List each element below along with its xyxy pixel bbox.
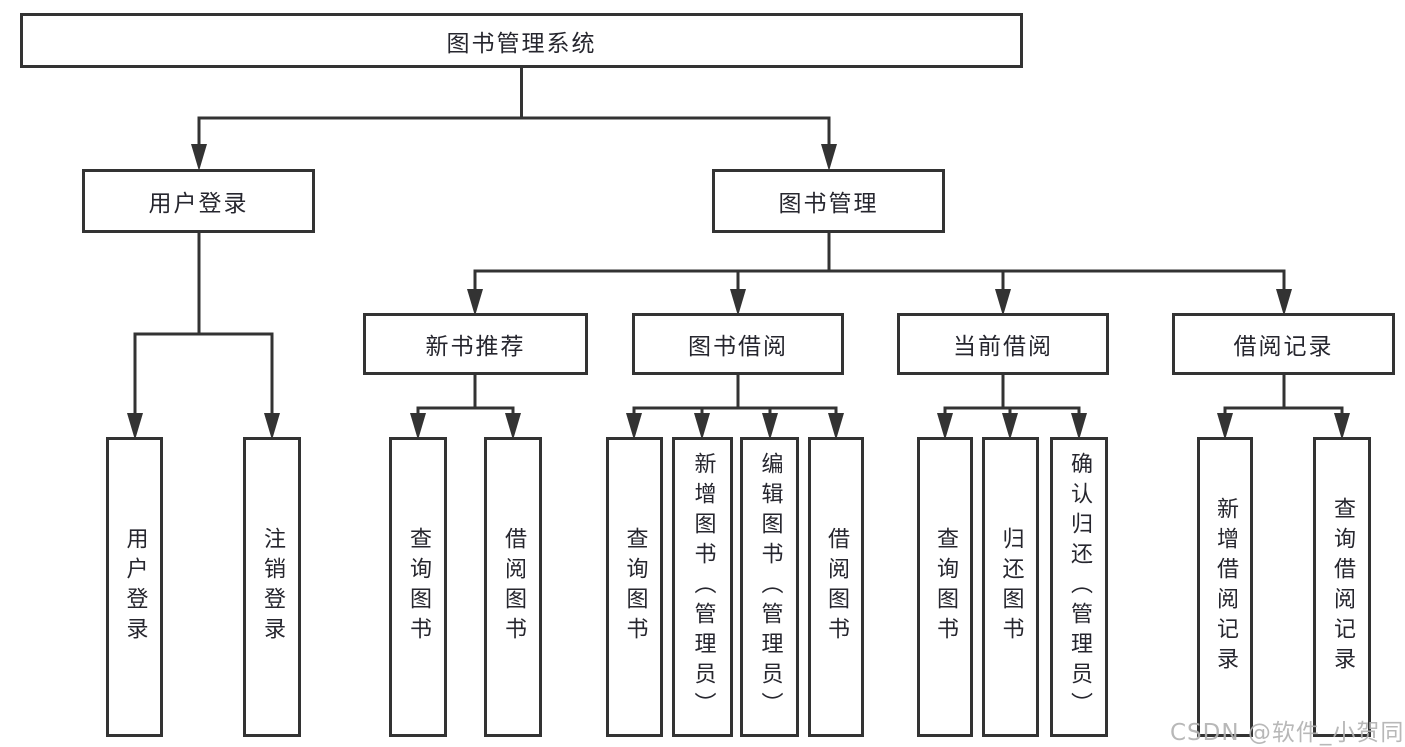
node-edit-books-admin: 编辑图书（管理员）: [740, 437, 799, 737]
node-label: 新书推荐: [425, 334, 526, 360]
node-label: 用户登录: [122, 527, 148, 647]
node-label: 查询图书: [406, 527, 431, 647]
node-new-book-recommendation: 新书推荐: [363, 313, 588, 375]
csdn-watermark: CSDN @软件_小贺同学: [1170, 720, 1405, 746]
node-label: 查询图书: [622, 527, 648, 647]
node-book-borrowing: 图书借阅: [632, 313, 844, 375]
node-label: 图书借阅: [688, 334, 788, 360]
node-label: 借阅图书: [501, 527, 526, 647]
node-label: 新增借阅记录: [1213, 497, 1238, 677]
node-return-books: 归还图书: [982, 437, 1039, 737]
node-query-borrow-record: 查询借阅记录: [1313, 437, 1371, 737]
node-logout: 注销登录: [243, 437, 301, 737]
node-label: 注销登录: [260, 527, 285, 647]
node-label: 图书管理系统: [446, 30, 597, 57]
node-borrow-books-recommend: 借阅图书: [484, 437, 542, 737]
node-borrow-books-borrowing: 借阅图书: [808, 437, 864, 737]
node-user-login: 用户登录: [106, 437, 163, 737]
node-label: 查询借阅记录: [1330, 497, 1355, 677]
node-label: 确认归还（管理员）: [1067, 452, 1092, 722]
node-label: 查询图书: [933, 527, 958, 647]
node-add-books-admin: 新增图书（管理员）: [672, 437, 733, 737]
node-confirm-return-admin: 确认归还（管理员）: [1050, 437, 1108, 737]
node-label: 图书管理: [778, 191, 879, 217]
node-user-login-module: 用户登录: [82, 169, 315, 233]
node-label: 新增图书（管理员）: [690, 452, 716, 722]
node-query-books-current: 查询图书: [917, 437, 973, 737]
node-query-books-recommend: 查询图书: [389, 437, 447, 737]
node-library-management-system: 图书管理系统: [20, 13, 1023, 68]
node-borrowing-records: 借阅记录: [1172, 313, 1395, 375]
node-current-borrowing: 当前借阅: [897, 313, 1109, 375]
node-label: 用户登录: [148, 191, 249, 217]
node-label: 归还图书: [998, 527, 1024, 647]
node-label: 当前借阅: [953, 334, 1053, 360]
node-label: 编辑图书（管理员）: [757, 452, 783, 722]
node-label: 借阅图书: [824, 527, 849, 647]
node-label: 借阅记录: [1233, 334, 1334, 360]
node-query-books-borrowing: 查询图书: [606, 437, 663, 737]
node-add-borrow-record: 新增借阅记录: [1197, 437, 1253, 737]
node-book-management: 图书管理: [712, 169, 945, 233]
arrowheads: [127, 118, 1350, 440]
